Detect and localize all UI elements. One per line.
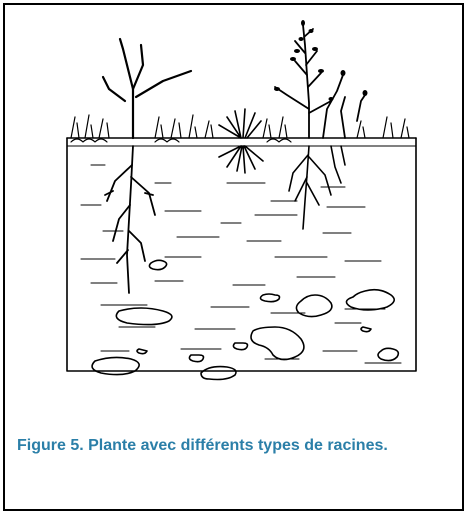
figure-frame: Figure 5. Plante avec différents types d… bbox=[3, 3, 464, 511]
flowering-plant bbox=[275, 25, 365, 138]
tuft-plant bbox=[219, 109, 263, 173]
woody-plant bbox=[103, 39, 191, 138]
soil-lines bbox=[81, 165, 401, 363]
stones bbox=[92, 260, 398, 379]
plant-roots-illustration bbox=[5, 5, 466, 425]
seed-heads bbox=[274, 20, 368, 101]
soil-block bbox=[67, 138, 416, 371]
tap-root bbox=[105, 146, 155, 293]
figure-caption: Figure 5. Plante avec différents types d… bbox=[17, 433, 447, 459]
